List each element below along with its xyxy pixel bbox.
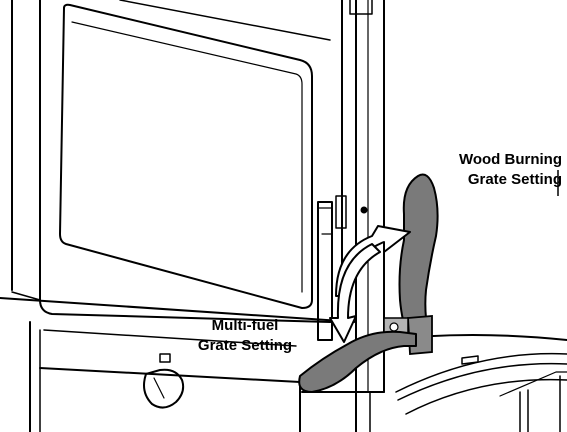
latch-bracket — [317, 201, 333, 341]
side-panel-slot — [461, 355, 479, 365]
door-glass-panel — [59, 3, 313, 309]
multi-fuel-label: Multi-fuel Grate Setting — [180, 316, 310, 356]
grate-lever-multi-fuel — [298, 330, 417, 393]
ashpan-handle-rail — [39, 367, 301, 383]
multi-fuel-label-line1: Multi-fuel — [211, 317, 279, 334]
ashpan-lip — [43, 329, 297, 347]
door-hinge-top — [349, 0, 373, 15]
multi-fuel-label-line2: Grate Setting — [197, 337, 293, 354]
door-glass-inner-line — [71, 21, 303, 293]
curved-arrow-icon — [329, 243, 381, 343]
ashpan-top-edge — [0, 297, 357, 323]
knob-mount — [159, 353, 171, 363]
ashpan-knob — [143, 368, 185, 409]
wood-burning-label-line2: Grate Setting — [467, 171, 562, 188]
door-frame-outer — [39, 0, 343, 323]
door-top-trim — [119, 0, 331, 41]
wood-burning-label-line1: Wood Burning — [458, 151, 562, 168]
latch-catch — [335, 195, 347, 229]
pillar-rivet — [360, 206, 368, 214]
grate-lever-wood-burning — [383, 173, 439, 355]
wood-burning-label: Wood Burning Grate Setting — [436, 150, 562, 190]
